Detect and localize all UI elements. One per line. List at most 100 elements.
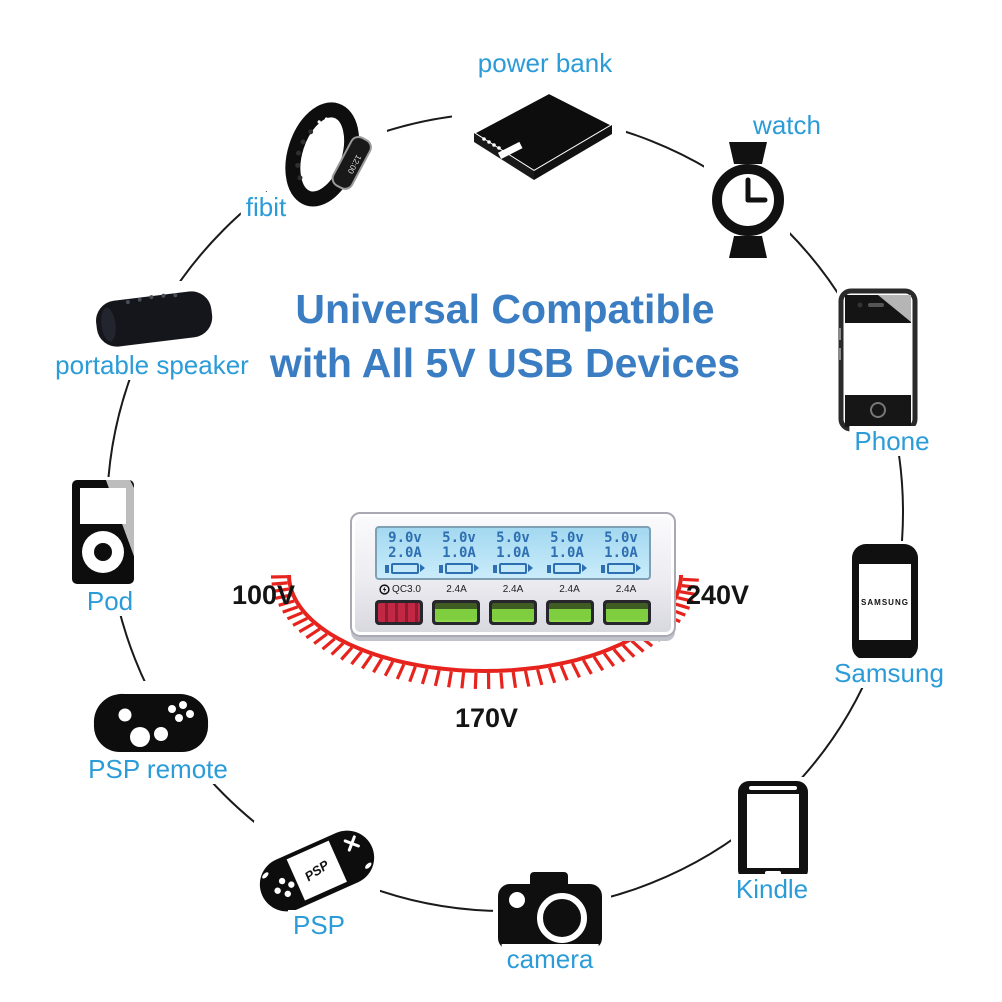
device-watch <box>704 139 790 263</box>
psp-console-icon: PSP <box>259 830 375 912</box>
usb-port-4 <box>546 600 594 625</box>
charger-lcd-display: 9.0v 2.0A 5.0v 1.0A 5.0v 1.0A 5.0v 1.0A … <box>375 526 651 580</box>
device-label-watch: watch <box>748 110 826 140</box>
battery-icon <box>439 563 479 574</box>
scale-tick <box>271 581 288 586</box>
scale-tick <box>447 671 453 688</box>
scale-tick <box>321 637 336 651</box>
battery-icon <box>547 563 587 574</box>
qc3-port-label-text: QC3.0 <box>392 584 421 595</box>
scale-tick <box>682 577 699 582</box>
battery-icon <box>493 563 533 574</box>
scale-tick <box>286 611 303 621</box>
usb-port-2 <box>432 600 480 625</box>
scale-tick <box>499 672 504 689</box>
device-label-psp-remote: PSP remote <box>83 754 233 784</box>
usb-ports-row <box>375 600 651 625</box>
scale-tick <box>582 659 593 675</box>
voltage-label-170v: 170V <box>455 703 519 733</box>
scale-tick <box>602 652 616 667</box>
kindle-tablet-icon <box>738 781 808 881</box>
device-label-pod: Pod <box>81 586 139 616</box>
scale-tick <box>330 642 345 656</box>
device-portable-speaker <box>89 281 219 355</box>
scale-tick <box>570 662 581 679</box>
device-phone <box>837 287 921 434</box>
device-psp-remote <box>91 681 211 767</box>
current-readout: 1.0A <box>496 545 530 561</box>
camera-icon <box>498 872 602 950</box>
scale-tick <box>340 646 354 661</box>
scale-tick <box>547 667 557 684</box>
scale-tick <box>383 660 395 677</box>
port-labels-row: QC3.0 2.4A 2.4A 2.4A 2.4A <box>375 584 651 595</box>
voltage-readout: 5.0v <box>442 530 476 546</box>
scale-tick <box>592 655 605 672</box>
headline: Universal Compatible with All 5V USB Dev… <box>270 282 740 390</box>
device-kindle <box>731 777 815 885</box>
qc3-port-label: QC3.0 <box>375 584 425 595</box>
scale-tick <box>511 671 518 689</box>
scale-tick <box>305 627 321 640</box>
scale-tick <box>433 669 441 687</box>
scale-tick <box>638 634 654 648</box>
voltage-readout: 5.0v <box>496 530 530 546</box>
usb-port-label: 2.4A <box>446 584 467 595</box>
battery-icon <box>601 563 641 574</box>
current-readout: 1.0A <box>442 545 476 561</box>
scale-tick <box>673 602 691 610</box>
lcd-readout-port3: 5.0v 1.0A <box>487 531 539 575</box>
scale-tick <box>278 599 295 607</box>
current-readout: 1.0A <box>604 545 638 561</box>
fitness-band-icon: 12:00 <box>285 102 372 207</box>
scale-tick <box>313 632 328 645</box>
voltage-readout: 5.0v <box>550 530 584 546</box>
scale-tick <box>679 590 697 596</box>
lcd-readout-port5: 5.0v 1.0A <box>595 531 647 575</box>
ipod-icon <box>72 480 134 584</box>
scale-tick <box>395 663 406 680</box>
lcd-readout-port1: 9.0v 2.0A <box>379 531 431 575</box>
speaker-icon <box>96 291 213 347</box>
usb-port-label: 2.4A <box>615 584 637 595</box>
device-power-bank <box>452 80 626 186</box>
scale-tick <box>408 666 417 683</box>
power-bank-icon <box>472 91 615 180</box>
device-label-phone: Phone <box>849 426 935 456</box>
scale-tick <box>559 664 569 681</box>
headline-line2: with All 5V USB Devices <box>269 340 741 386</box>
device-samsung-phone: SAMSUNG <box>847 541 925 665</box>
scale-tick <box>621 644 636 658</box>
device-label-psp: PSP <box>287 910 351 940</box>
scale-tick <box>536 669 544 686</box>
usb-port-3 <box>489 600 537 625</box>
scale-tick <box>420 668 429 685</box>
scale-tick <box>523 670 531 687</box>
qc3-usb-port <box>375 600 423 625</box>
usb-charger: 9.0v 2.0A 5.0v 1.0A 5.0v 1.0A 5.0v 1.0A … <box>350 512 676 637</box>
scale-tick <box>292 616 309 627</box>
usb-port-label: 2.4A <box>502 584 524 595</box>
scale-tick <box>372 657 384 674</box>
device-camera <box>493 865 611 957</box>
scale-tick <box>275 593 292 600</box>
battery-icon <box>385 563 425 574</box>
device-psp: PSP <box>254 821 380 921</box>
watch-icon <box>711 142 784 258</box>
quick-charge-icon <box>379 584 390 595</box>
game-controller-icon <box>93 693 209 753</box>
scale-tick <box>298 622 314 634</box>
device-pod <box>67 477 141 589</box>
current-readout: 2.0A <box>388 545 422 561</box>
device-label-kindle: Kindle <box>730 874 814 904</box>
samsung-screen-text: SAMSUNG <box>861 598 909 607</box>
scale-tick <box>282 605 299 614</box>
device-label-camera: camera <box>501 944 599 974</box>
scale-tick <box>272 587 290 593</box>
device-label-fibit: fibit <box>240 192 292 222</box>
scale-tick <box>350 650 363 666</box>
device-label-samsung: Samsung <box>829 658 949 688</box>
scale-tick <box>473 672 478 689</box>
samsung-phone-icon: SAMSUNG <box>852 544 918 660</box>
lcd-readout-port2: 5.0v 1.0A <box>433 531 485 575</box>
